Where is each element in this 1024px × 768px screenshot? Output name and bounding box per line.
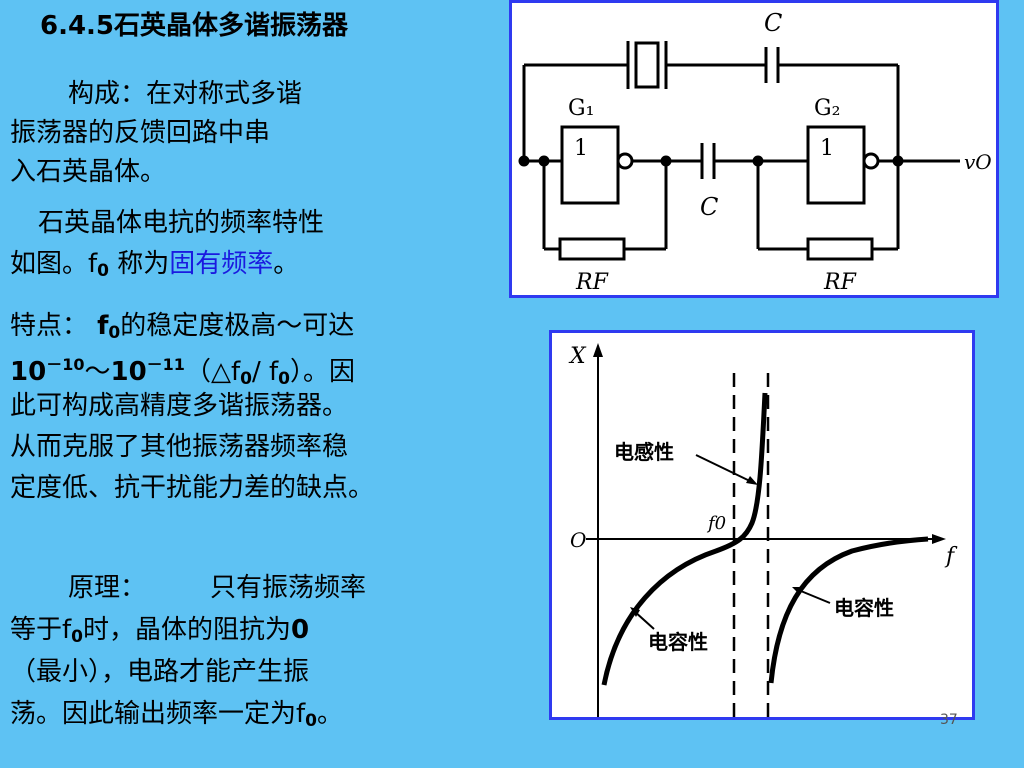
- cap-top-label: C: [764, 9, 782, 37]
- gate1-label: G₁: [568, 96, 594, 121]
- gate1-symbol: 1: [574, 136, 588, 161]
- principle-line-2: 等于f0时，晶体的阻抗为0: [10, 615, 310, 647]
- cap-mid-label: C: [700, 193, 718, 221]
- capacitive-left-label: 电容性: [648, 630, 708, 654]
- gate2-symbol: 1: [820, 136, 834, 161]
- slide-title: 6.4.5石英晶体多谐振荡器: [40, 11, 349, 41]
- features-line-2: 10－10～10－11（△f0/ f0）。因: [10, 355, 355, 389]
- capacitive-right-label: 电容性: [834, 596, 894, 620]
- origin-label: O: [570, 528, 586, 552]
- inductive-label: 电感性: [614, 440, 674, 464]
- y-axis-label: X: [568, 344, 587, 369]
- circuit-svg: C C G₁ G₂ 1 1 RF RF vO: [518, 9, 992, 295]
- principle-line-1: 原理：只有振荡频率: [68, 573, 367, 603]
- features-line-4: 从而克服了其他振荡器频率稳: [10, 432, 349, 462]
- output-label: vO: [964, 150, 992, 174]
- principle-line-4: 荡。因此输出频率一定为f0。: [10, 699, 344, 731]
- reactance-line-2: 如图。f0 称为固有频率。: [10, 249, 300, 281]
- intro-line-1: 构成：在对称式多谐: [68, 79, 303, 109]
- intro-line-3: 入石英晶体。: [10, 157, 167, 187]
- reactance-svg: X f O f0 电感性 电容性 电容性: [568, 343, 958, 717]
- rf2-label: RF: [823, 270, 857, 295]
- gate2-label: G₂: [814, 96, 840, 121]
- features-line-1: 特点： f0的稳定度极高～可达: [10, 311, 355, 343]
- intro-line-2: 振荡器的反馈回路中串: [10, 118, 271, 148]
- circuit-diagram: C C G₁ G₂ 1 1 RF RF vO: [509, 0, 999, 298]
- rf1-label: RF: [575, 270, 609, 295]
- reactance-line-1: 石英晶体电抗的频率特性: [38, 208, 325, 238]
- features-line-5: 定度低、抗干扰能力差的缺点。: [10, 473, 375, 503]
- f0-label: f0: [706, 513, 726, 534]
- page-number: 37: [940, 712, 958, 728]
- principle-line-3: （最小），电路才能产生振: [10, 657, 310, 687]
- features-line-3: 此可构成高精度多谐振荡器。: [10, 391, 349, 421]
- natural-frequency-link: 固有频率: [169, 249, 274, 279]
- x-axis-label: f: [944, 544, 958, 569]
- reactance-graph: X f O f0 电感性 电容性 电容性: [549, 330, 975, 720]
